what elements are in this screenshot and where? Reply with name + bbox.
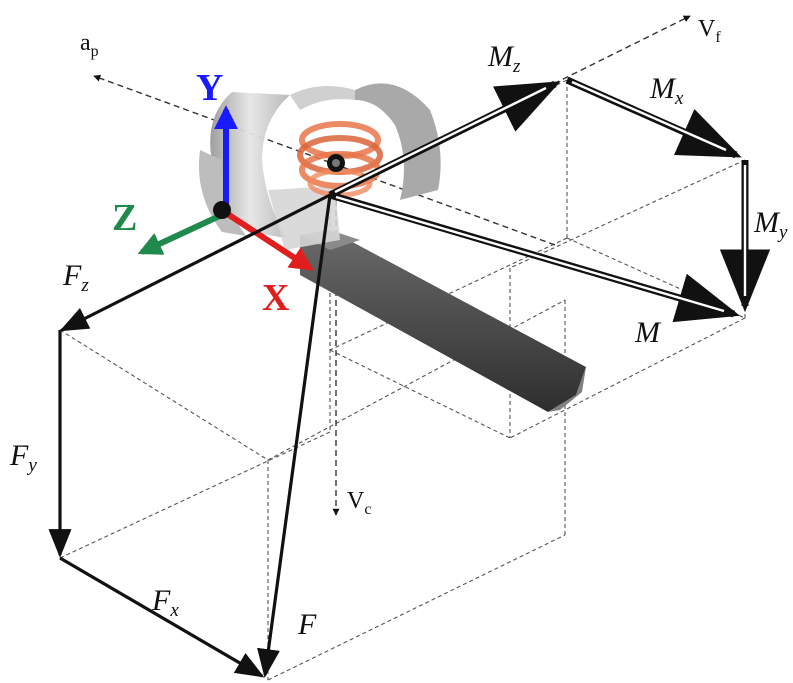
label-ap: ap	[80, 30, 99, 60]
m-resultant-vector-inner	[335, 195, 725, 313]
fz-vector	[59, 193, 331, 332]
force-vectors	[48, 193, 332, 678]
label-mz: Mz	[487, 40, 521, 77]
diagram-labels: ap Vf Vc Mz Mx My M Fz Fy Fx F	[9, 16, 788, 641]
label-m: M	[634, 316, 662, 349]
mz-vector-inner	[334, 86, 547, 194]
x-axis-arrow	[224, 210, 315, 271]
label-fz: Fz	[62, 259, 89, 296]
axis-y-label: Y	[196, 67, 223, 109]
axis-x-label: X	[262, 277, 289, 319]
axis-z-label: Z	[112, 197, 137, 239]
coordinate-system: Y X Z	[112, 67, 315, 319]
mx-vector-inner	[571, 80, 727, 152]
origin-point-center	[332, 159, 340, 167]
label-mx: Mx	[649, 72, 684, 109]
label-fy: Fy	[9, 439, 37, 476]
label-f: F	[297, 608, 317, 641]
coordinate-origin	[213, 201, 231, 219]
label-fx: Fx	[151, 584, 179, 621]
f-resultant-vector	[257, 194, 332, 678]
cutting-tool	[268, 186, 586, 412]
label-my: My	[753, 206, 788, 243]
fx-vector	[59, 556, 265, 678]
z-axis-arrow	[137, 210, 228, 255]
label-vf: Vf	[698, 16, 721, 46]
label-vc: Vc	[347, 488, 371, 518]
ap-direction-line	[93, 74, 556, 246]
moment-vectors	[328, 76, 771, 323]
